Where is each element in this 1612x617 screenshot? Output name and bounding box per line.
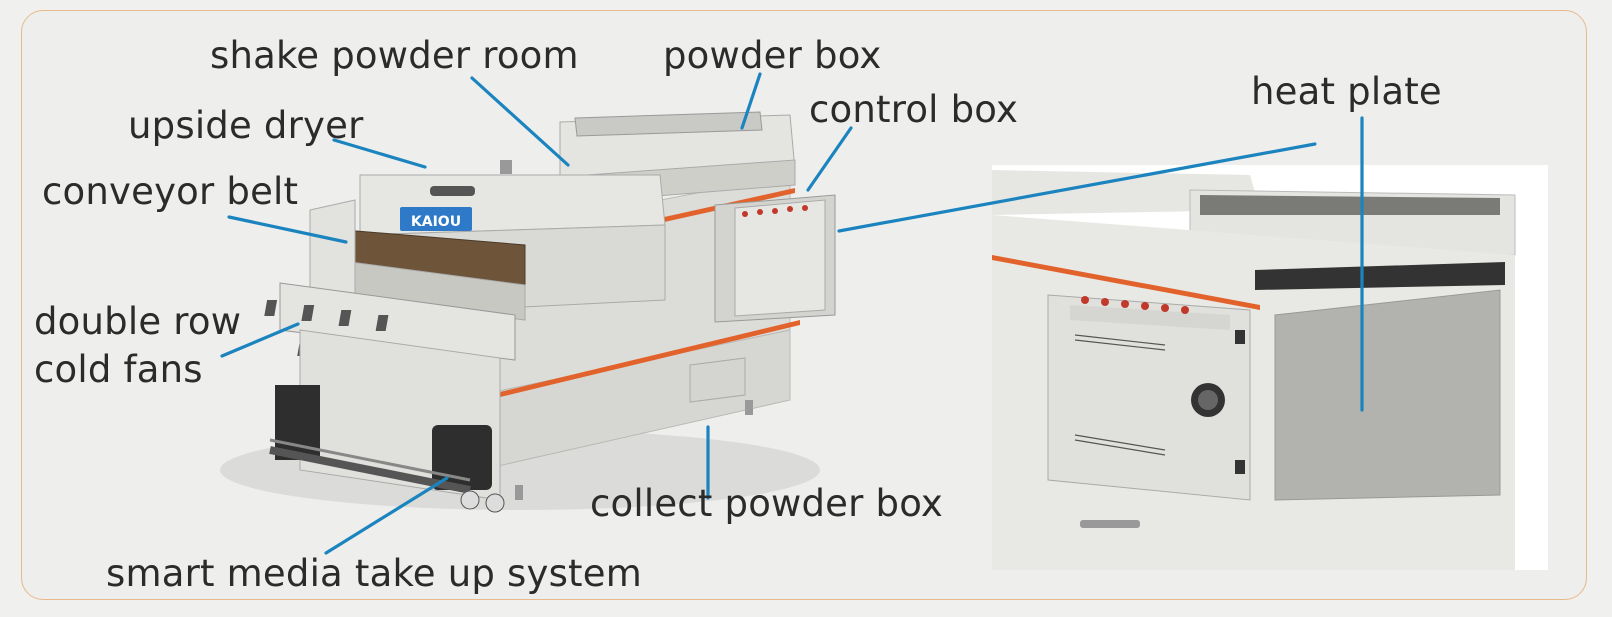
- label-shake-powder-room: shake powder room: [210, 34, 579, 77]
- detail-view: [992, 165, 1548, 570]
- main-machine: [220, 111, 836, 513]
- brand-logo-plate: [400, 207, 472, 231]
- leader-lines: [220, 72, 1364, 555]
- label-powder-box: powder box: [663, 34, 882, 77]
- brand-logo: KAIOU: [411, 214, 461, 230]
- heat-plate-panel: [1274, 289, 1501, 501]
- leader-double-row-cold-fans: [220, 322, 300, 358]
- label-heat-plate: heat plate: [1251, 70, 1442, 113]
- label-control-box: control box: [809, 88, 1019, 131]
- leader-powder-box: [740, 72, 762, 130]
- label-double-row: double row: [34, 300, 242, 343]
- label-collect-powder-box: collect powder box: [590, 482, 944, 525]
- label-cold-fans: cold fans: [34, 348, 203, 391]
- leader-shake-powder-room: [470, 76, 570, 167]
- label-smart-media: smart media take up system: [106, 552, 642, 595]
- leader-control-box: [806, 126, 853, 192]
- label-upside-dryer: upside dryer: [128, 104, 364, 147]
- leader-heat-plate-detail: [837, 142, 1317, 233]
- label-conveyor-belt: conveyor belt: [42, 170, 299, 213]
- leader-conveyor-belt: [227, 215, 348, 244]
- leader-smart-media: [324, 476, 449, 555]
- leader-upside-dryer: [332, 138, 427, 169]
- accent-stripe-lower: [500, 320, 800, 397]
